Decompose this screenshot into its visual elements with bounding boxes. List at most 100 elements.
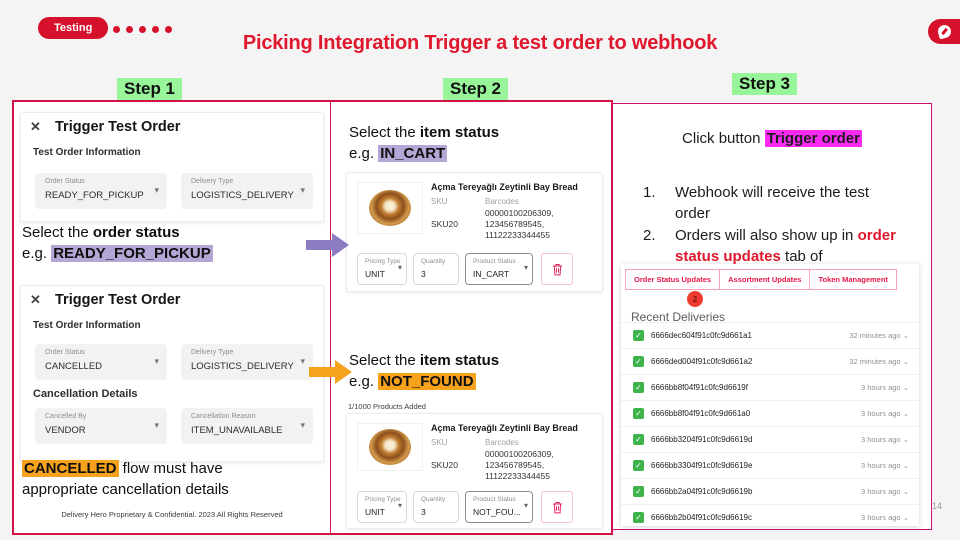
pricing-type-dropdown[interactable]: Pricing Type UNIT ▾ — [357, 253, 407, 285]
chevron-down-icon[interactable]: ⌄ — [902, 383, 909, 392]
delivery-row[interactable]: ✓ 6666bb3204f91c0fc9d6619d 3 hours ago ⌄ — [621, 427, 919, 453]
field-value: ITEM_UNAVAILABLE — [191, 425, 283, 436]
field-value: UNIT — [365, 507, 385, 517]
delivery-row[interactable]: ✓ 6666bb2a04f91c0fc9d6619b 3 hours ago ⌄ — [621, 479, 919, 505]
note-bold: item status — [419, 352, 500, 369]
cancellation-reason-dropdown[interactable]: Cancellation Reason ITEM_UNAVAILABLE ▾ — [181, 408, 313, 444]
time-text: 3 hours ago — [860, 383, 901, 392]
step-annotation-badge: 2 — [687, 291, 703, 307]
barcode-value: 11122233344455 — [485, 471, 550, 481]
list-item: 1. Webhook will receive the test order — [643, 182, 905, 224]
chevron-down-icon: ▾ — [397, 501, 402, 510]
field-value: VENDOR — [45, 425, 86, 436]
barcode-value: 00000100206309, — [485, 449, 554, 459]
testing-badge: Testing — [38, 17, 109, 39]
delivery-time: 3 hours ago ⌄ — [861, 487, 909, 496]
cancelled-by-dropdown[interactable]: Cancelled By VENDOR ▾ — [35, 408, 167, 444]
delete-product-button[interactable] — [541, 253, 573, 285]
tab-assortment-updates[interactable]: Assortment Updates — [719, 269, 811, 290]
chevron-down-icon[interactable]: ⌄ — [902, 461, 909, 470]
bread-photo — [369, 429, 411, 465]
delivery-row[interactable]: ✓ 6666bb2b04f91c0fc9d6619c 3 hours ago ⌄ — [621, 505, 919, 531]
delivery-time: 3 hours ago ⌄ — [861, 435, 909, 444]
check-icon: ✓ — [633, 512, 644, 523]
product-status-dropdown[interactable]: Product Status IN_CART ▾ — [465, 253, 533, 285]
chevron-down-icon[interactable]: ⌄ — [902, 357, 909, 366]
field-label: Quantity — [421, 258, 446, 265]
delivery-type-dropdown[interactable]: Delivery Type LOGISTICS_DELIVERY ▾ — [181, 173, 313, 209]
delivery-row[interactable]: ✓ 6666bb3304f91c0fc9d6619e 3 hours ago ⌄ — [621, 453, 919, 479]
close-icon[interactable]: ✕ — [30, 292, 41, 307]
tab-order-status-updates[interactable]: Order Status Updates — [625, 269, 721, 290]
note-highlight: IN_CART — [378, 145, 448, 162]
delivery-id: 6666bb8f04f91c0fc9d661a0 — [651, 409, 751, 418]
confidential-footer: Delivery Hero Proprietary & Confidential… — [61, 510, 283, 519]
product-status-dropdown[interactable]: Product Status NOT_FOU... ▾ — [465, 491, 533, 523]
sku-value: SKU20 — [431, 219, 458, 229]
list-item: 2. Orders will also show up in order sta… — [643, 225, 905, 267]
step3-panel: Click button Trigger order 1. Webhook wi… — [612, 103, 932, 531]
note-eg: e.g. — [22, 245, 52, 262]
field-value: LOGISTICS_DELIVERY — [191, 361, 294, 372]
pricing-type-dropdown[interactable]: Pricing Type UNIT ▾ — [357, 491, 407, 523]
cancellation-details-title: Cancellation Details — [33, 388, 138, 400]
note-highlight: CANCELLED — [22, 460, 119, 477]
delivery-type-dropdown[interactable]: Delivery Type LOGISTICS_DELIVERY ▾ — [181, 344, 313, 380]
note-eg: e.g. — [349, 145, 379, 162]
product-name: Açma Tereyağlı Zeytinli Bay Bread — [431, 423, 578, 433]
field-label: Pricing Type — [365, 496, 401, 503]
close-icon[interactable]: ✕ — [30, 119, 41, 134]
check-icon: ✓ — [633, 460, 644, 471]
section-title: Test Order Information — [33, 320, 141, 331]
order-status-dropdown[interactable]: Order Status READY_FOR_PICKUP ▾ — [35, 173, 167, 209]
delivery-hero-logo — [928, 19, 960, 44]
field-label: Delivery Type — [191, 349, 234, 356]
chevron-down-icon[interactable]: ⌄ — [902, 331, 909, 340]
time-text: 3 hours ago — [860, 513, 901, 522]
quantity-input[interactable]: Quantity 3 — [413, 491, 459, 523]
result-list: 1. Webhook will receive the test order 2… — [643, 182, 905, 268]
quantity-input[interactable]: Quantity 3 — [413, 253, 459, 285]
delivery-row[interactable]: ✓ 6666bb8f04f91c0fc9d6619f 3 hours ago ⌄ — [621, 375, 919, 401]
delivery-id: 6666bb3204f91c0fc9d6619d — [651, 435, 753, 444]
delivery-row[interactable]: ✓ 6666bb8f04f91c0fc9d661a0 3 hours ago ⌄ — [621, 401, 919, 427]
chevron-down-icon[interactable]: ⌄ — [902, 435, 909, 444]
check-icon: ✓ — [633, 486, 644, 497]
dialog-title: Trigger Test Order — [55, 292, 181, 308]
field-label: Product Status — [473, 496, 516, 503]
products-added-count: 1/1000 Products Added — [348, 402, 426, 411]
delete-product-button[interactable] — [541, 491, 573, 523]
chevron-down-icon: ▾ — [300, 420, 305, 430]
delivery-row[interactable]: ✓ 6666dec604f91c0fc9d661a1 32 minutes ag… — [621, 322, 919, 349]
field-value: READY_FOR_PICKUP — [45, 190, 144, 201]
time-text: 3 hours ago — [860, 487, 901, 496]
dialog-title: Trigger Test Order — [55, 119, 181, 135]
product-name: Açma Tereyağlı Zeytinli Bay Bread — [431, 182, 578, 192]
list-number: 1. — [643, 184, 656, 201]
note-highlight: Trigger order — [764, 130, 862, 147]
step1-panel: ✕ Trigger Test Order Test Order Informat… — [12, 100, 331, 535]
field-label: Quantity — [421, 496, 446, 503]
bread-photo — [369, 190, 411, 226]
check-icon: ✓ — [633, 356, 644, 367]
trash-icon — [552, 263, 562, 275]
delivery-row[interactable]: ✓ 6666ded004f91c0fc9d661a2 32 minutes ag… — [621, 349, 919, 375]
delivery-time: 3 hours ago ⌄ — [861, 409, 909, 418]
chevron-down-icon[interactable]: ⌄ — [902, 487, 909, 496]
time-text: 3 hours ago — [860, 435, 901, 444]
order-status-dropdown[interactable]: Order Status CANCELLED ▾ — [35, 344, 167, 380]
check-icon: ✓ — [633, 382, 644, 393]
delivery-time: 32 minutes ago ⌄ — [849, 357, 909, 366]
sku-label: SKU — [431, 438, 448, 447]
chevron-down-icon: ▾ — [154, 356, 159, 366]
tab-token-management[interactable]: Token Management — [809, 269, 897, 290]
deliveries-list: ✓ 6666dec604f91c0fc9d661a1 32 minutes ag… — [621, 322, 919, 531]
chevron-down-icon[interactable]: ⌄ — [902, 409, 909, 418]
note-text: Select the — [349, 124, 420, 141]
delivery-id: 6666bb3304f91c0fc9d6619e — [651, 461, 753, 470]
chevron-down-icon[interactable]: ⌄ — [902, 513, 909, 522]
field-value: 3 — [421, 269, 426, 279]
product-card-not-found: Açma Tereyağlı Zeytinli Bay Bread SKU Ba… — [346, 413, 603, 529]
chevron-down-icon: ▾ — [523, 501, 528, 510]
note-text: flow must have — [118, 460, 223, 477]
